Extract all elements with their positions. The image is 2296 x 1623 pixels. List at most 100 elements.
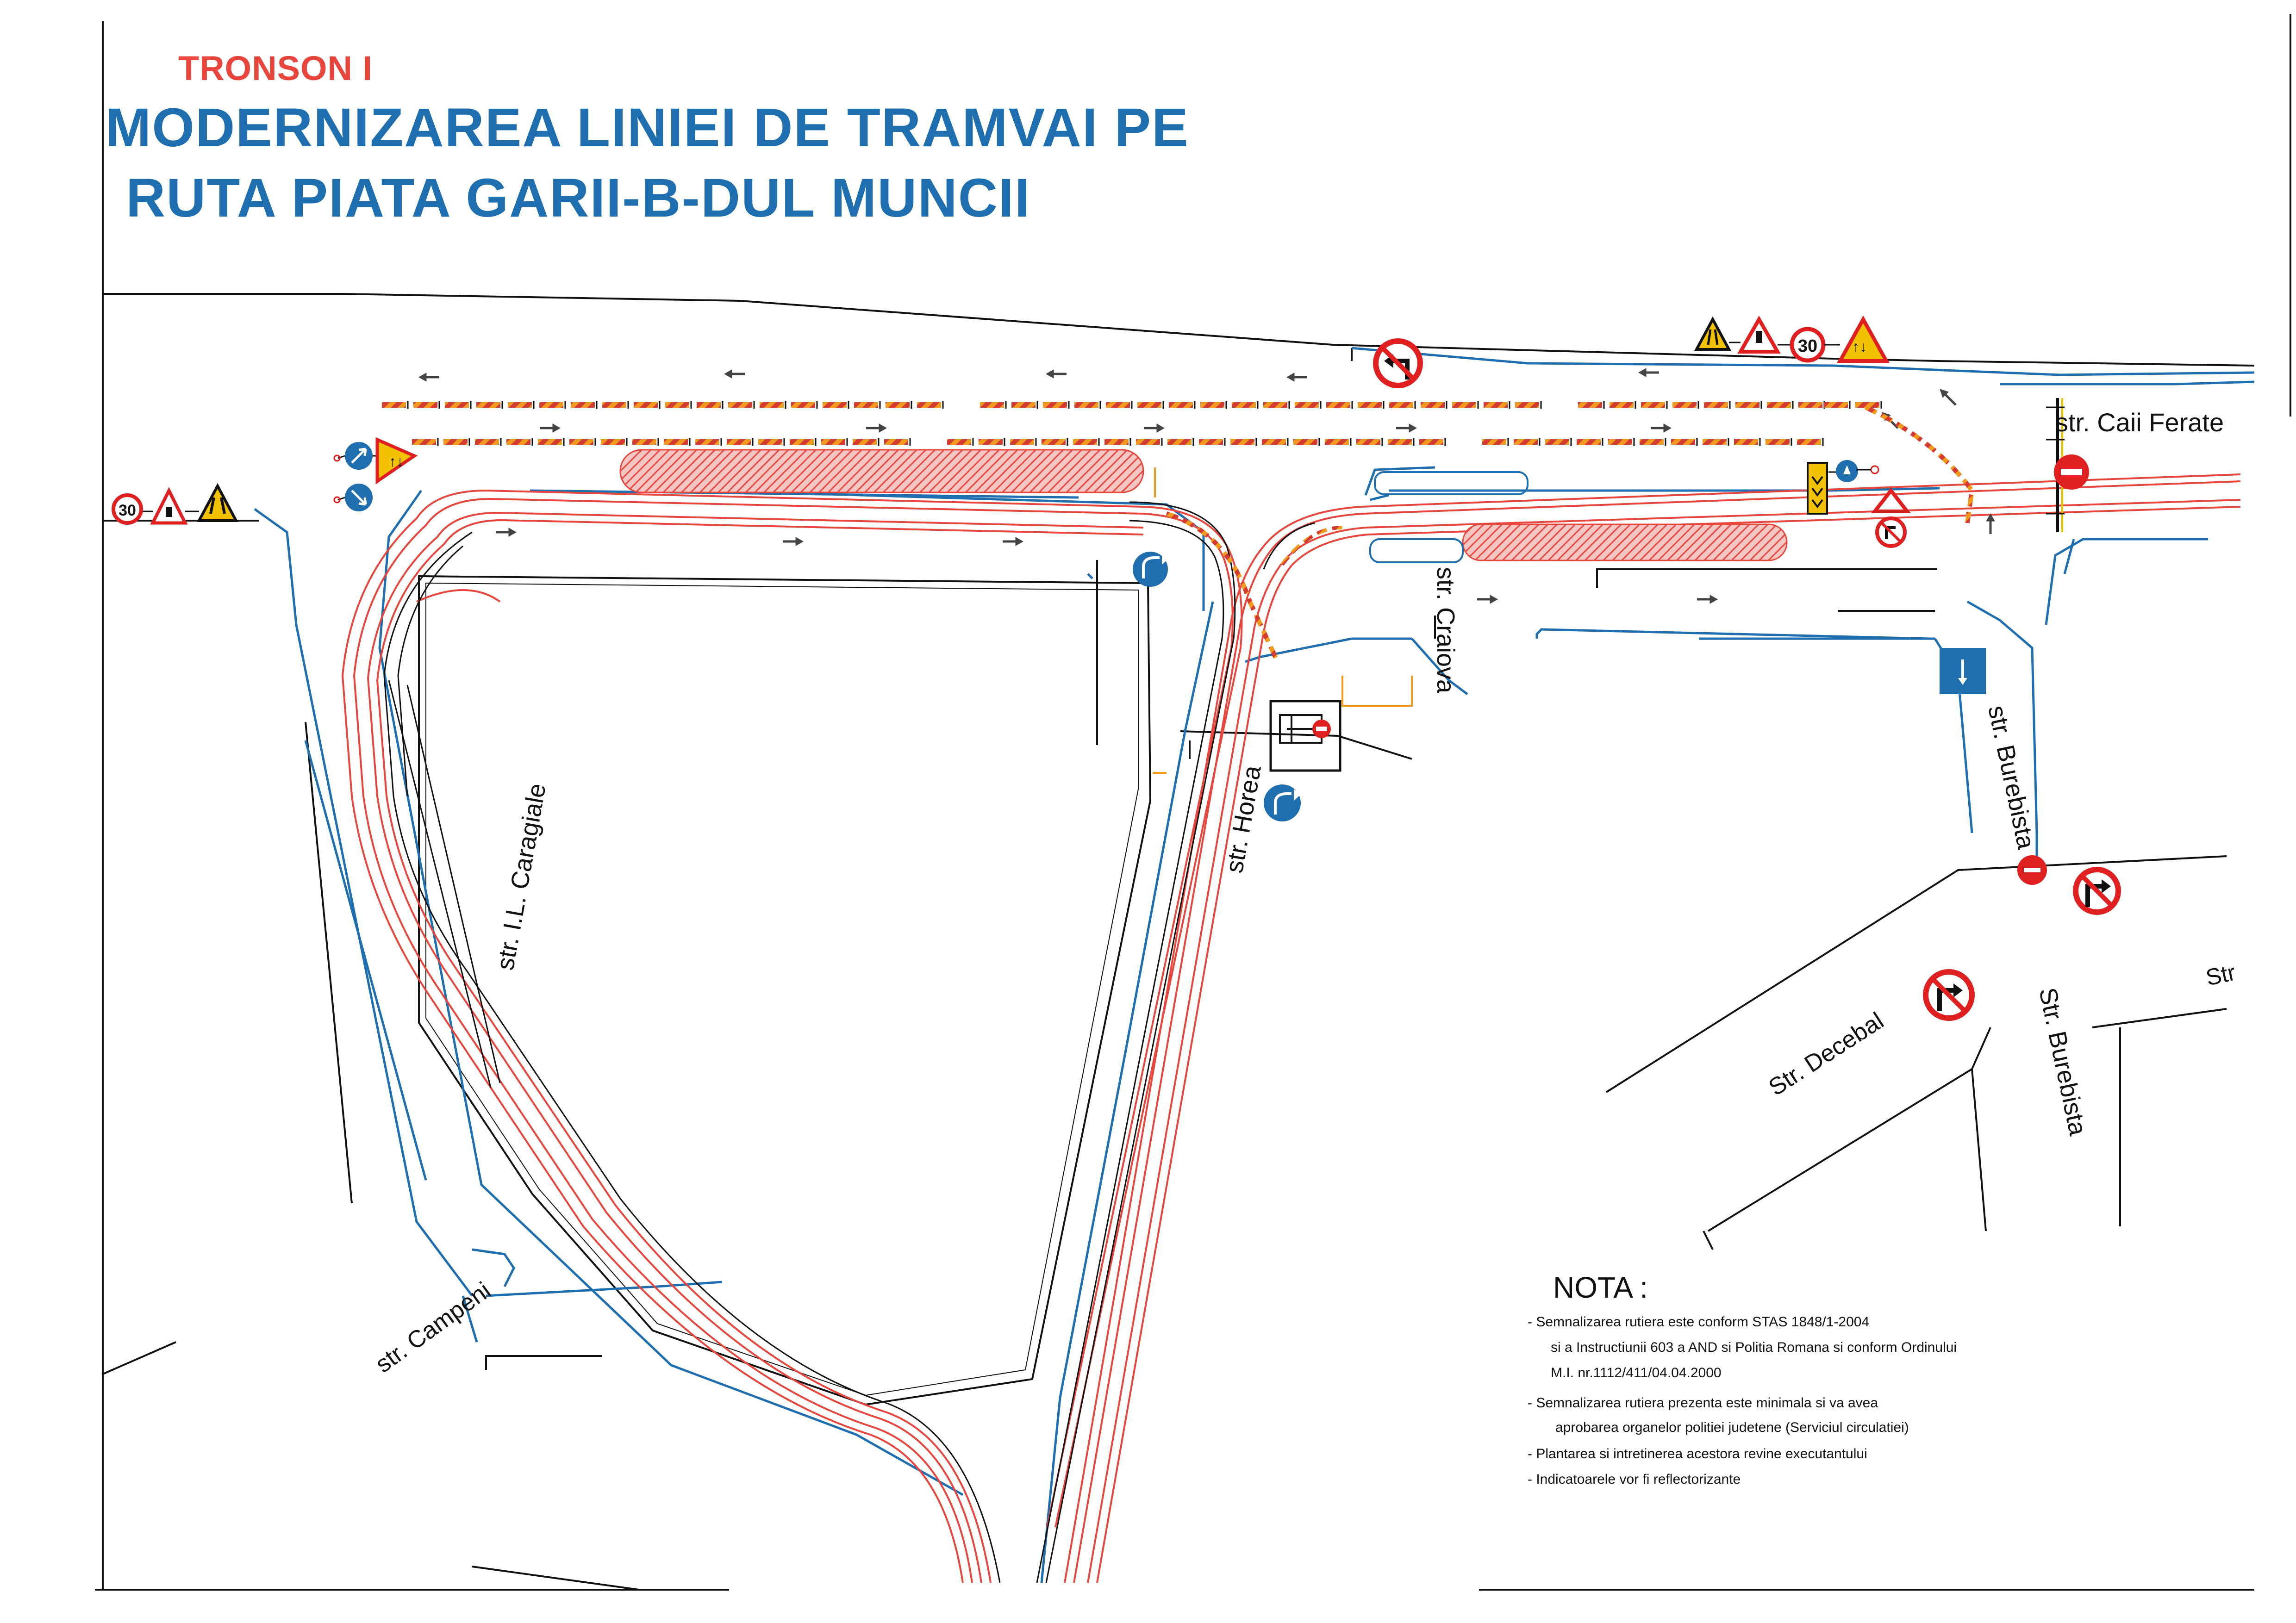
barrier-segment bbox=[539, 402, 563, 408]
direction-arrow bbox=[1697, 595, 1718, 604]
triangle-park bbox=[418, 575, 1152, 1406]
barrier-segment bbox=[1703, 439, 1727, 445]
barrier-segment bbox=[1515, 402, 1539, 408]
barrier-segment bbox=[821, 439, 845, 445]
barrier-segment bbox=[632, 439, 656, 445]
platform-east bbox=[1369, 538, 1464, 563]
keep-right-sign-horea bbox=[1264, 784, 1301, 821]
direction-arrow bbox=[724, 369, 745, 379]
barrier-segment bbox=[413, 402, 437, 408]
barrier-segment bbox=[1421, 402, 1445, 408]
curved-barrier-tram-corner bbox=[1280, 526, 1343, 566]
barrier-segment bbox=[506, 439, 530, 445]
page-title-line2: RUTA PIATA GARII-B-DUL MUNCII bbox=[126, 168, 1031, 229]
barrier-segment bbox=[1734, 439, 1758, 445]
barrier-segment bbox=[1735, 402, 1759, 408]
nota-line-5: aprobarea organelor politiei judetene (S… bbox=[1555, 1420, 1909, 1435]
barrier-segment bbox=[760, 402, 784, 408]
sign-cluster-north: 30 ↑↓ bbox=[1694, 315, 1890, 363]
barrier-segment bbox=[1200, 402, 1224, 408]
detour-panel-sign bbox=[1807, 460, 1879, 515]
speed-limit-value-north: 30 bbox=[1798, 336, 1817, 356]
barrier-segment bbox=[1855, 402, 1879, 408]
barrier-segment bbox=[917, 402, 941, 408]
nota-line-3: M.I. nr.1112/411/04.04.2000 bbox=[1551, 1365, 1722, 1380]
barrier-segment bbox=[1671, 439, 1695, 445]
direction-arrow bbox=[783, 537, 804, 546]
barrier-segment bbox=[1672, 402, 1697, 408]
barrier-segment bbox=[697, 402, 721, 408]
barrier-segment bbox=[571, 402, 595, 408]
barrier-segment bbox=[853, 439, 877, 445]
barrier-segment bbox=[1356, 439, 1380, 445]
no-entry-sign-burebista bbox=[2017, 855, 2047, 885]
barrier-segment bbox=[664, 439, 688, 445]
barrier-segment bbox=[947, 439, 971, 445]
barrier-lines bbox=[382, 401, 1882, 446]
barrier-segment bbox=[980, 402, 1004, 408]
barrier-segment bbox=[1545, 439, 1569, 445]
no-turn-sign-decebal bbox=[1923, 969, 1975, 1021]
barrier-segment bbox=[1389, 402, 1413, 408]
direction-arrow bbox=[1396, 423, 1417, 433]
barrier-segment bbox=[602, 402, 626, 408]
road-narrows-sign-west bbox=[185, 483, 238, 522]
barrier-segment bbox=[1295, 402, 1319, 408]
barrier-segment bbox=[886, 402, 910, 408]
speed-limit-value: 30 bbox=[119, 502, 136, 519]
closed-area-west bbox=[619, 449, 1144, 493]
barrier-segment bbox=[665, 402, 689, 408]
nota-line-6: - Plantarea si intretinerea acestora rev… bbox=[1528, 1446, 1867, 1461]
barrier-segment bbox=[1577, 439, 1601, 445]
barrier-segment bbox=[1232, 402, 1256, 408]
barrier-segment bbox=[1640, 439, 1664, 445]
barrier-segment bbox=[1798, 402, 1822, 408]
barrier-segment bbox=[1608, 439, 1632, 445]
barrier-segment bbox=[1824, 402, 1848, 408]
barrier-segment bbox=[1074, 402, 1098, 408]
barrier-segment bbox=[695, 439, 719, 445]
one-way-sign-burebista bbox=[1940, 648, 1986, 694]
barrier-segment bbox=[508, 402, 532, 408]
street-label-caii-ferate: str. Caii Ferate bbox=[2055, 408, 2224, 437]
barrier-segment bbox=[1358, 402, 1382, 408]
barrier-segment bbox=[1073, 439, 1097, 445]
parcel-outlines bbox=[101, 293, 2255, 1591]
curved-barrier-caii-ferate bbox=[1864, 405, 1975, 523]
barrier-segment bbox=[1326, 402, 1350, 408]
barrier-segment bbox=[823, 402, 847, 408]
direction-arrow bbox=[496, 528, 517, 537]
nota-line-2: si a Instructiunii 603 a AND si Politia … bbox=[1551, 1340, 1957, 1355]
direction-arrow bbox=[1651, 423, 1672, 433]
speed-limit-sign-west: 30 bbox=[112, 493, 153, 525]
closed-area-east bbox=[1462, 523, 1788, 561]
barrier-segment bbox=[1484, 402, 1508, 408]
barrier-segment bbox=[979, 439, 1003, 445]
page-title-line1: MODERNIZAREA LINIEI DE TRAMVAI PE bbox=[106, 97, 1189, 158]
rail-outlines bbox=[383, 501, 1315, 1583]
barrier-segment bbox=[727, 439, 751, 445]
barrier-segment bbox=[1325, 439, 1349, 445]
barrier-segment bbox=[1230, 439, 1254, 445]
barrier-segment bbox=[475, 439, 499, 445]
no-left-turn-sign-north bbox=[1373, 338, 1423, 388]
curved-barrier-craiova bbox=[1166, 511, 1280, 663]
barrier-segment bbox=[1262, 439, 1286, 445]
barrier-segment bbox=[476, 402, 500, 408]
barrier-segment bbox=[538, 439, 562, 445]
tram-tracks bbox=[341, 473, 2241, 1583]
tram-stop-box-horea bbox=[1269, 700, 1341, 772]
barrier-segment bbox=[1766, 439, 1790, 445]
barrier-segment bbox=[791, 402, 815, 408]
barrier-segment bbox=[1482, 439, 1506, 445]
barrier-segment bbox=[1010, 439, 1034, 445]
barrier-segment bbox=[382, 402, 406, 408]
barrier-segment bbox=[1704, 402, 1728, 408]
barrier-segment bbox=[728, 402, 752, 408]
direction-arrow bbox=[1477, 595, 1498, 604]
direction-arrow bbox=[1940, 389, 1957, 406]
barrier-segment bbox=[854, 402, 878, 408]
barrier-segment bbox=[1137, 402, 1161, 408]
svg-text:↑↓: ↑↓ bbox=[389, 453, 404, 470]
